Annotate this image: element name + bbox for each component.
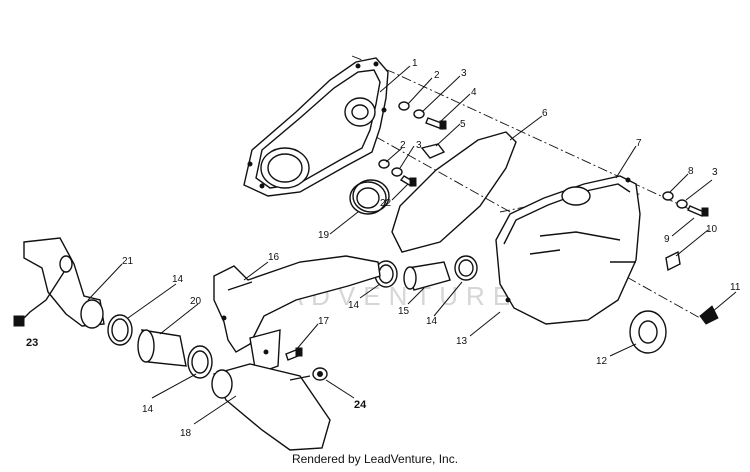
callout-1: 1 — [412, 58, 418, 69]
callout-6: 6 — [542, 108, 548, 119]
callout-3-lower: 3 — [416, 140, 422, 151]
callout-3-right: 3 — [712, 167, 718, 178]
lower-clamp-left — [107, 314, 133, 346]
callout-24: 24 — [354, 399, 367, 411]
callout-23: 23 — [26, 337, 38, 349]
alignment-axis-top — [351, 55, 701, 215]
lower-clamp-middle — [187, 345, 213, 379]
callout-2-lower: 2 — [400, 140, 406, 151]
callout-labels: 1 2 3 4 5 6 7 2 3 22 19 8 3 9 10 11 12 1… — [26, 58, 741, 439]
callout-22: 22 — [380, 198, 392, 209]
lower-fasteners — [378, 159, 417, 187]
upper-clamp-right — [454, 255, 478, 281]
callout-21: 21 — [122, 256, 134, 267]
decal — [665, 250, 681, 272]
gasket — [629, 310, 667, 354]
lower-duct — [211, 363, 331, 451]
inlet-tube — [23, 237, 105, 329]
callout-3: 3 — [461, 68, 467, 79]
inner-housing-plate — [243, 57, 389, 197]
upper-fasteners — [398, 101, 447, 159]
callout-17: 17 — [318, 316, 330, 327]
air-duct — [213, 255, 381, 375]
callout-16: 16 — [268, 252, 280, 263]
callout-7: 7 — [636, 138, 642, 149]
callout-9: 9 — [664, 234, 670, 245]
footer-credit: Rendered by LeadVenture, Inc. — [291, 452, 459, 466]
callout-15: 15 — [398, 306, 410, 317]
callout-5: 5 — [460, 119, 466, 130]
seal — [349, 179, 390, 215]
callout-14-lower: 14 — [142, 404, 154, 415]
callout-19: 19 — [318, 230, 330, 241]
callout-20: 20 — [190, 296, 202, 307]
callout-11: 11 — [730, 282, 741, 293]
callout-2: 2 — [434, 70, 440, 81]
callout-8: 8 — [688, 166, 694, 177]
right-fasteners — [662, 191, 709, 217]
callout-14-left: 14 — [172, 274, 184, 285]
leader-lines — [87, 65, 737, 425]
clip — [13, 271, 65, 327]
callout-12: 12 — [596, 356, 608, 367]
coupler — [137, 329, 187, 367]
callout-10: 10 — [706, 224, 718, 235]
callout-4: 4 — [471, 87, 477, 98]
callout-14-upper: 14 — [348, 300, 360, 311]
nut — [312, 367, 328, 381]
callout-18: 18 — [180, 428, 192, 439]
drive-belt — [391, 131, 517, 253]
outer-cover — [495, 175, 641, 325]
screw — [285, 347, 303, 361]
callout-13: 13 — [456, 336, 468, 347]
duct-coupler — [403, 261, 451, 291]
callout-14-right: 14 — [426, 316, 438, 327]
